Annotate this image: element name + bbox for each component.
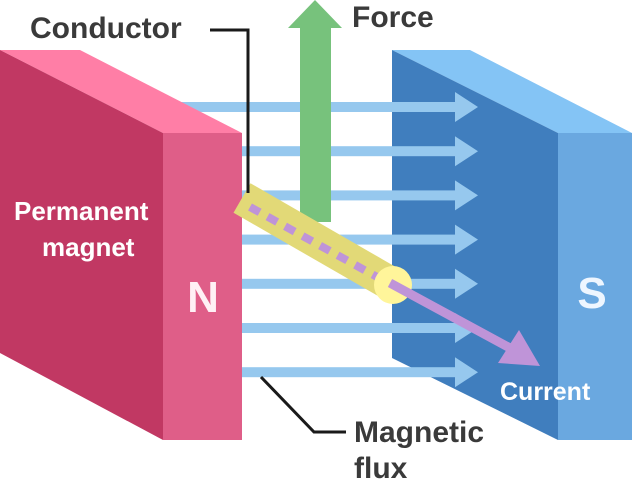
magnetic-flux-label-line1: Magnetic xyxy=(354,416,484,449)
current-arrow: Current xyxy=(387,279,591,406)
current-arrow-shaft xyxy=(387,279,513,352)
permanent-magnet-label-line1: Permanent xyxy=(14,196,149,226)
force-arrow-shaft xyxy=(300,28,331,222)
permanent-magnet-label-line2: magnet xyxy=(42,232,135,262)
flux-line-shaft xyxy=(180,278,457,289)
north-magnet-top xyxy=(0,50,242,133)
current-arrow-head xyxy=(498,330,540,366)
conductor-leader-line xyxy=(210,28,250,193)
flux-line xyxy=(180,357,478,388)
magnetic-flux-callout: Magnetic flux xyxy=(259,375,484,485)
conductor-label: Conductor xyxy=(30,12,182,45)
north-magnet-front xyxy=(163,133,242,440)
flux-line xyxy=(180,268,478,299)
current-path-dashed xyxy=(248,203,390,287)
force-label: Force xyxy=(352,1,434,34)
flux-line-arrowhead xyxy=(455,92,478,122)
force-arrow xyxy=(288,0,342,222)
flux-line-arrowhead xyxy=(455,268,478,299)
flux-line-shaft xyxy=(180,323,457,333)
conductor-callout: Conductor xyxy=(30,12,250,193)
current-label: Current xyxy=(500,378,591,406)
flux-line-arrowhead xyxy=(455,136,478,167)
flux-line-shaft xyxy=(180,367,457,378)
flux-line-arrowhead xyxy=(455,224,478,255)
flux-line-arrowhead xyxy=(455,180,478,211)
north-magnet: N Permanent magnet xyxy=(0,50,242,440)
south-magnet-top xyxy=(392,50,632,133)
north-magnet-side xyxy=(0,50,163,440)
flux-line-arrowhead xyxy=(455,357,478,388)
south-pole-label: S xyxy=(577,269,606,318)
north-pole-label: N xyxy=(187,273,219,322)
magnetic-flux-leader-line xyxy=(259,375,346,434)
force-arrow-head xyxy=(288,0,342,28)
magnetic-flux-label-line2: flux xyxy=(354,452,408,485)
south-magnet-side xyxy=(558,133,632,440)
conductor-body xyxy=(233,183,402,300)
